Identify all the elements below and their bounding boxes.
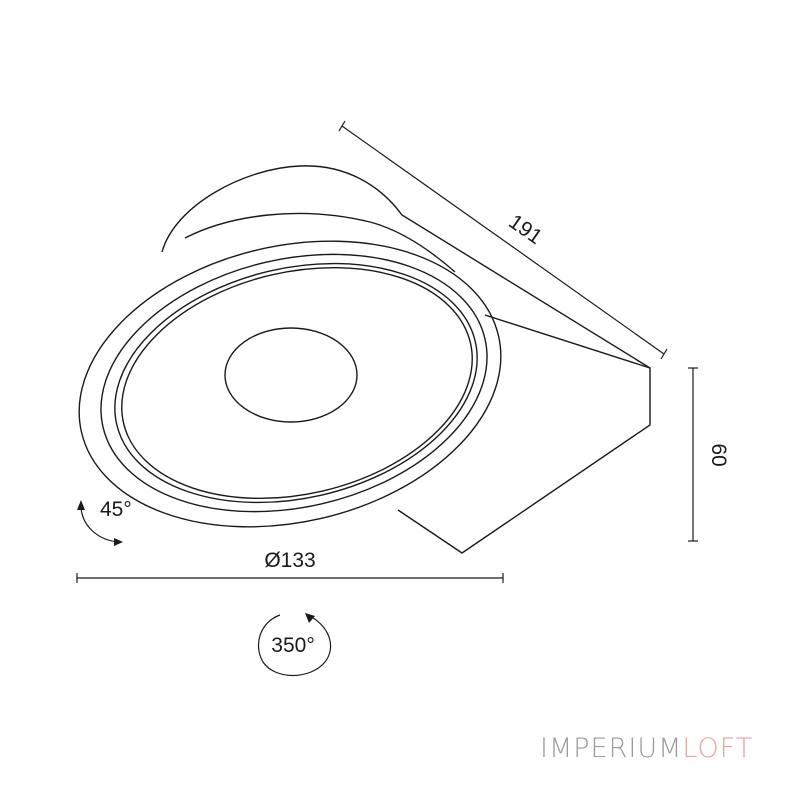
brand-part2: LOFT — [682, 733, 754, 764]
middle-ring — [100, 253, 488, 513]
brand-part1: IMPERIUM — [540, 733, 683, 764]
tilt-arrowheads-icon — [77, 500, 123, 546]
diameter-label: Ø133 — [264, 549, 315, 572]
rotation-arrowhead-icon — [305, 613, 315, 623]
brand-logo: IMPERIUMLOFT — [540, 733, 753, 764]
length-tick — [338, 120, 346, 132]
inner-ring-2 — [121, 266, 473, 500]
length-dimension-line — [341, 125, 665, 355]
outer-ring — [78, 240, 502, 528]
tilt-label: 45° — [100, 498, 132, 521]
lens — [224, 327, 358, 423]
rotation-label: 350° — [271, 634, 314, 657]
housing-inner-edge — [184, 212, 456, 273]
height-label: 60 — [707, 443, 730, 466]
housing-outline — [161, 165, 651, 554]
length-label: 191 — [504, 210, 546, 249]
housing-side-edge — [484, 314, 651, 369]
inner-ring — [114, 262, 478, 504]
length-tick — [660, 348, 668, 360]
rotation-arrow-icon — [257, 614, 332, 676]
